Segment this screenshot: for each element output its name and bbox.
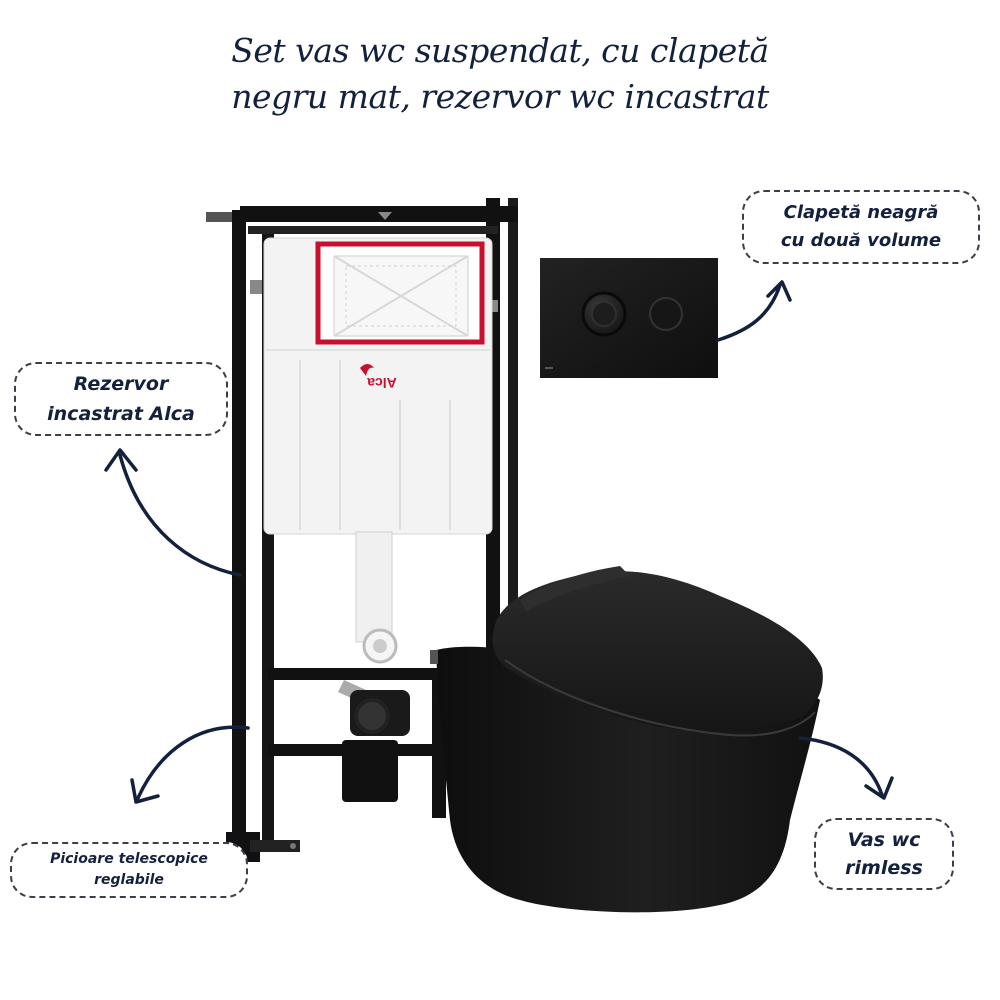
flush-button-small-icon (649, 297, 683, 331)
callout-flush-line-1: Clapetă neagră (783, 202, 939, 223)
arrow-tank-icon (104, 448, 242, 577)
callout-tank-line-2: incastrat Alca (47, 403, 195, 425)
callout-legs-line-2: reglabile (94, 872, 164, 888)
callout-tank: Rezervor incastrat Alca (14, 362, 228, 436)
page-title: Set vas wc suspendat, cu clapetă negru m… (0, 28, 1000, 120)
brand-logo-icon (360, 364, 374, 376)
callout-flush-line-2: cu două volume (780, 230, 942, 251)
callout-tank-line-1: Rezervor (73, 373, 169, 395)
callout-bowl: Vas wc rimless (814, 818, 954, 890)
flush-plate-image (540, 258, 718, 378)
arrow-bowl-icon (798, 736, 894, 800)
arrow-legs-icon (130, 725, 250, 804)
tank-brand-label: Alca (367, 375, 397, 391)
callout-legs-line-1: Picioare telescopice (50, 851, 208, 867)
callout-bowl-line-1: Vas wc (847, 829, 921, 851)
callout-bowl-line-2: rimless (845, 857, 923, 879)
title-line-2: negru mat, rezervor wc incastrat (231, 77, 769, 116)
callout-legs: Picioare telescopice reglabile (10, 842, 248, 898)
arrow-flush-icon (716, 280, 792, 342)
callout-flush-plate: Clapetă neagră cu două volume (742, 190, 980, 264)
title-line-1: Set vas wc suspendat, cu clapetă (231, 31, 769, 70)
cistern-tank (263, 237, 493, 802)
toilet-bowl-image (430, 566, 823, 913)
